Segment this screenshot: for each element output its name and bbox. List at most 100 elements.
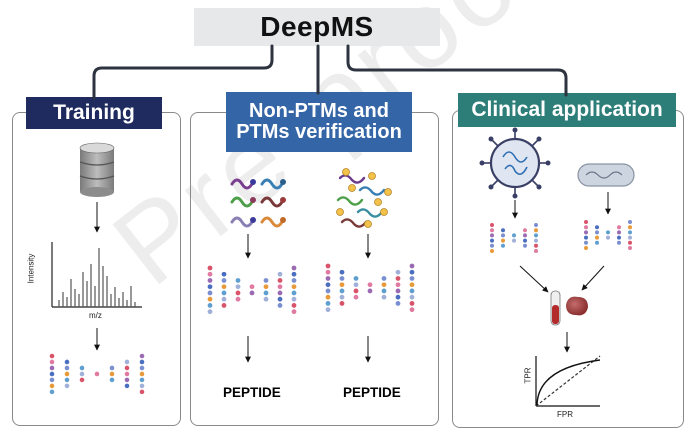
network-node xyxy=(490,233,494,238)
network-node xyxy=(49,389,55,395)
database-icon xyxy=(79,142,115,197)
network-node xyxy=(207,278,213,283)
network-node xyxy=(628,235,632,240)
network-node xyxy=(291,271,297,277)
network-node xyxy=(534,233,538,238)
network-node xyxy=(339,269,345,275)
network-node xyxy=(325,276,331,281)
mass-spectrum-plot xyxy=(51,242,142,308)
network-node xyxy=(523,243,527,248)
network-node xyxy=(207,290,213,296)
network-node xyxy=(367,288,373,294)
network-node xyxy=(339,301,345,306)
network-node xyxy=(512,233,516,238)
network-node xyxy=(395,282,401,288)
network-node xyxy=(79,365,85,371)
network-node xyxy=(221,290,227,296)
network-node xyxy=(235,284,241,290)
network-node xyxy=(49,365,55,371)
network-node xyxy=(291,290,297,296)
network-node xyxy=(523,238,527,243)
network-node xyxy=(291,278,297,283)
network-node xyxy=(139,377,145,383)
verification-header-line1: Non-PTMs and xyxy=(249,100,389,122)
neural-network-clinical-right xyxy=(584,220,632,250)
network-node xyxy=(139,389,145,395)
network-node xyxy=(534,238,538,243)
network-node xyxy=(584,225,588,230)
bacteria-icon xyxy=(577,163,635,187)
network-node xyxy=(490,238,494,243)
diagram-title: DeepMS xyxy=(194,8,440,46)
network-node xyxy=(534,243,538,248)
peptide-chains-icon xyxy=(230,178,286,228)
network-node xyxy=(512,238,516,243)
network-node xyxy=(64,365,70,371)
roc-curve-plot xyxy=(535,355,601,407)
network-node xyxy=(249,284,255,290)
network-node xyxy=(263,278,269,283)
network-node xyxy=(263,284,269,290)
network-node xyxy=(617,225,621,230)
network-node xyxy=(395,294,401,300)
network-node xyxy=(221,271,227,277)
network-node xyxy=(291,309,297,315)
network-node xyxy=(109,371,115,377)
network-node xyxy=(291,303,297,308)
network-node xyxy=(139,353,145,359)
network-node xyxy=(606,235,610,240)
network-node xyxy=(409,282,415,288)
network-node xyxy=(49,353,55,359)
network-node xyxy=(64,377,70,383)
network-node xyxy=(207,284,213,290)
clinical-arrow-right-2 xyxy=(581,265,605,291)
network-node xyxy=(207,271,213,277)
network-node xyxy=(124,377,130,383)
network-node xyxy=(49,383,55,389)
network-node xyxy=(409,269,415,275)
network-node xyxy=(124,365,130,371)
network-node xyxy=(501,243,505,248)
network-node xyxy=(409,263,415,269)
network-node xyxy=(381,294,387,300)
spectrum-y-label: Intensity xyxy=(26,253,36,284)
network-node xyxy=(139,365,145,371)
network-node xyxy=(353,294,359,300)
network-node xyxy=(381,288,387,294)
network-node xyxy=(263,290,269,296)
verification-header-line2: PTMs verification xyxy=(236,121,402,143)
network-node xyxy=(617,240,621,245)
virus-icon xyxy=(479,127,551,199)
network-node xyxy=(207,309,213,315)
network-node xyxy=(617,230,621,235)
network-node xyxy=(534,249,538,253)
network-node xyxy=(534,223,538,227)
network-node xyxy=(628,230,632,235)
network-node xyxy=(584,235,588,240)
network-node xyxy=(606,230,610,235)
network-node xyxy=(79,371,85,377)
network-node xyxy=(523,233,527,238)
network-node xyxy=(325,282,331,288)
network-node xyxy=(221,296,227,302)
network-node xyxy=(139,383,145,389)
connector-training xyxy=(92,44,274,100)
network-node xyxy=(628,225,632,230)
training-header: Training xyxy=(26,97,162,129)
network-node xyxy=(325,288,331,294)
network-node xyxy=(79,377,85,383)
network-node xyxy=(94,371,100,377)
network-node xyxy=(291,265,297,271)
verification-header: Non-PTMs and PTMs verification xyxy=(226,92,412,152)
network-node xyxy=(325,294,331,300)
clinical-header: Clinical application xyxy=(458,93,676,127)
network-node xyxy=(291,284,297,290)
network-node xyxy=(490,243,494,248)
network-node xyxy=(339,276,345,281)
network-node xyxy=(139,371,145,377)
roc-x-label: FPR xyxy=(557,410,573,419)
network-node xyxy=(339,294,345,300)
tree-connectors xyxy=(92,44,568,100)
network-node xyxy=(339,288,345,294)
